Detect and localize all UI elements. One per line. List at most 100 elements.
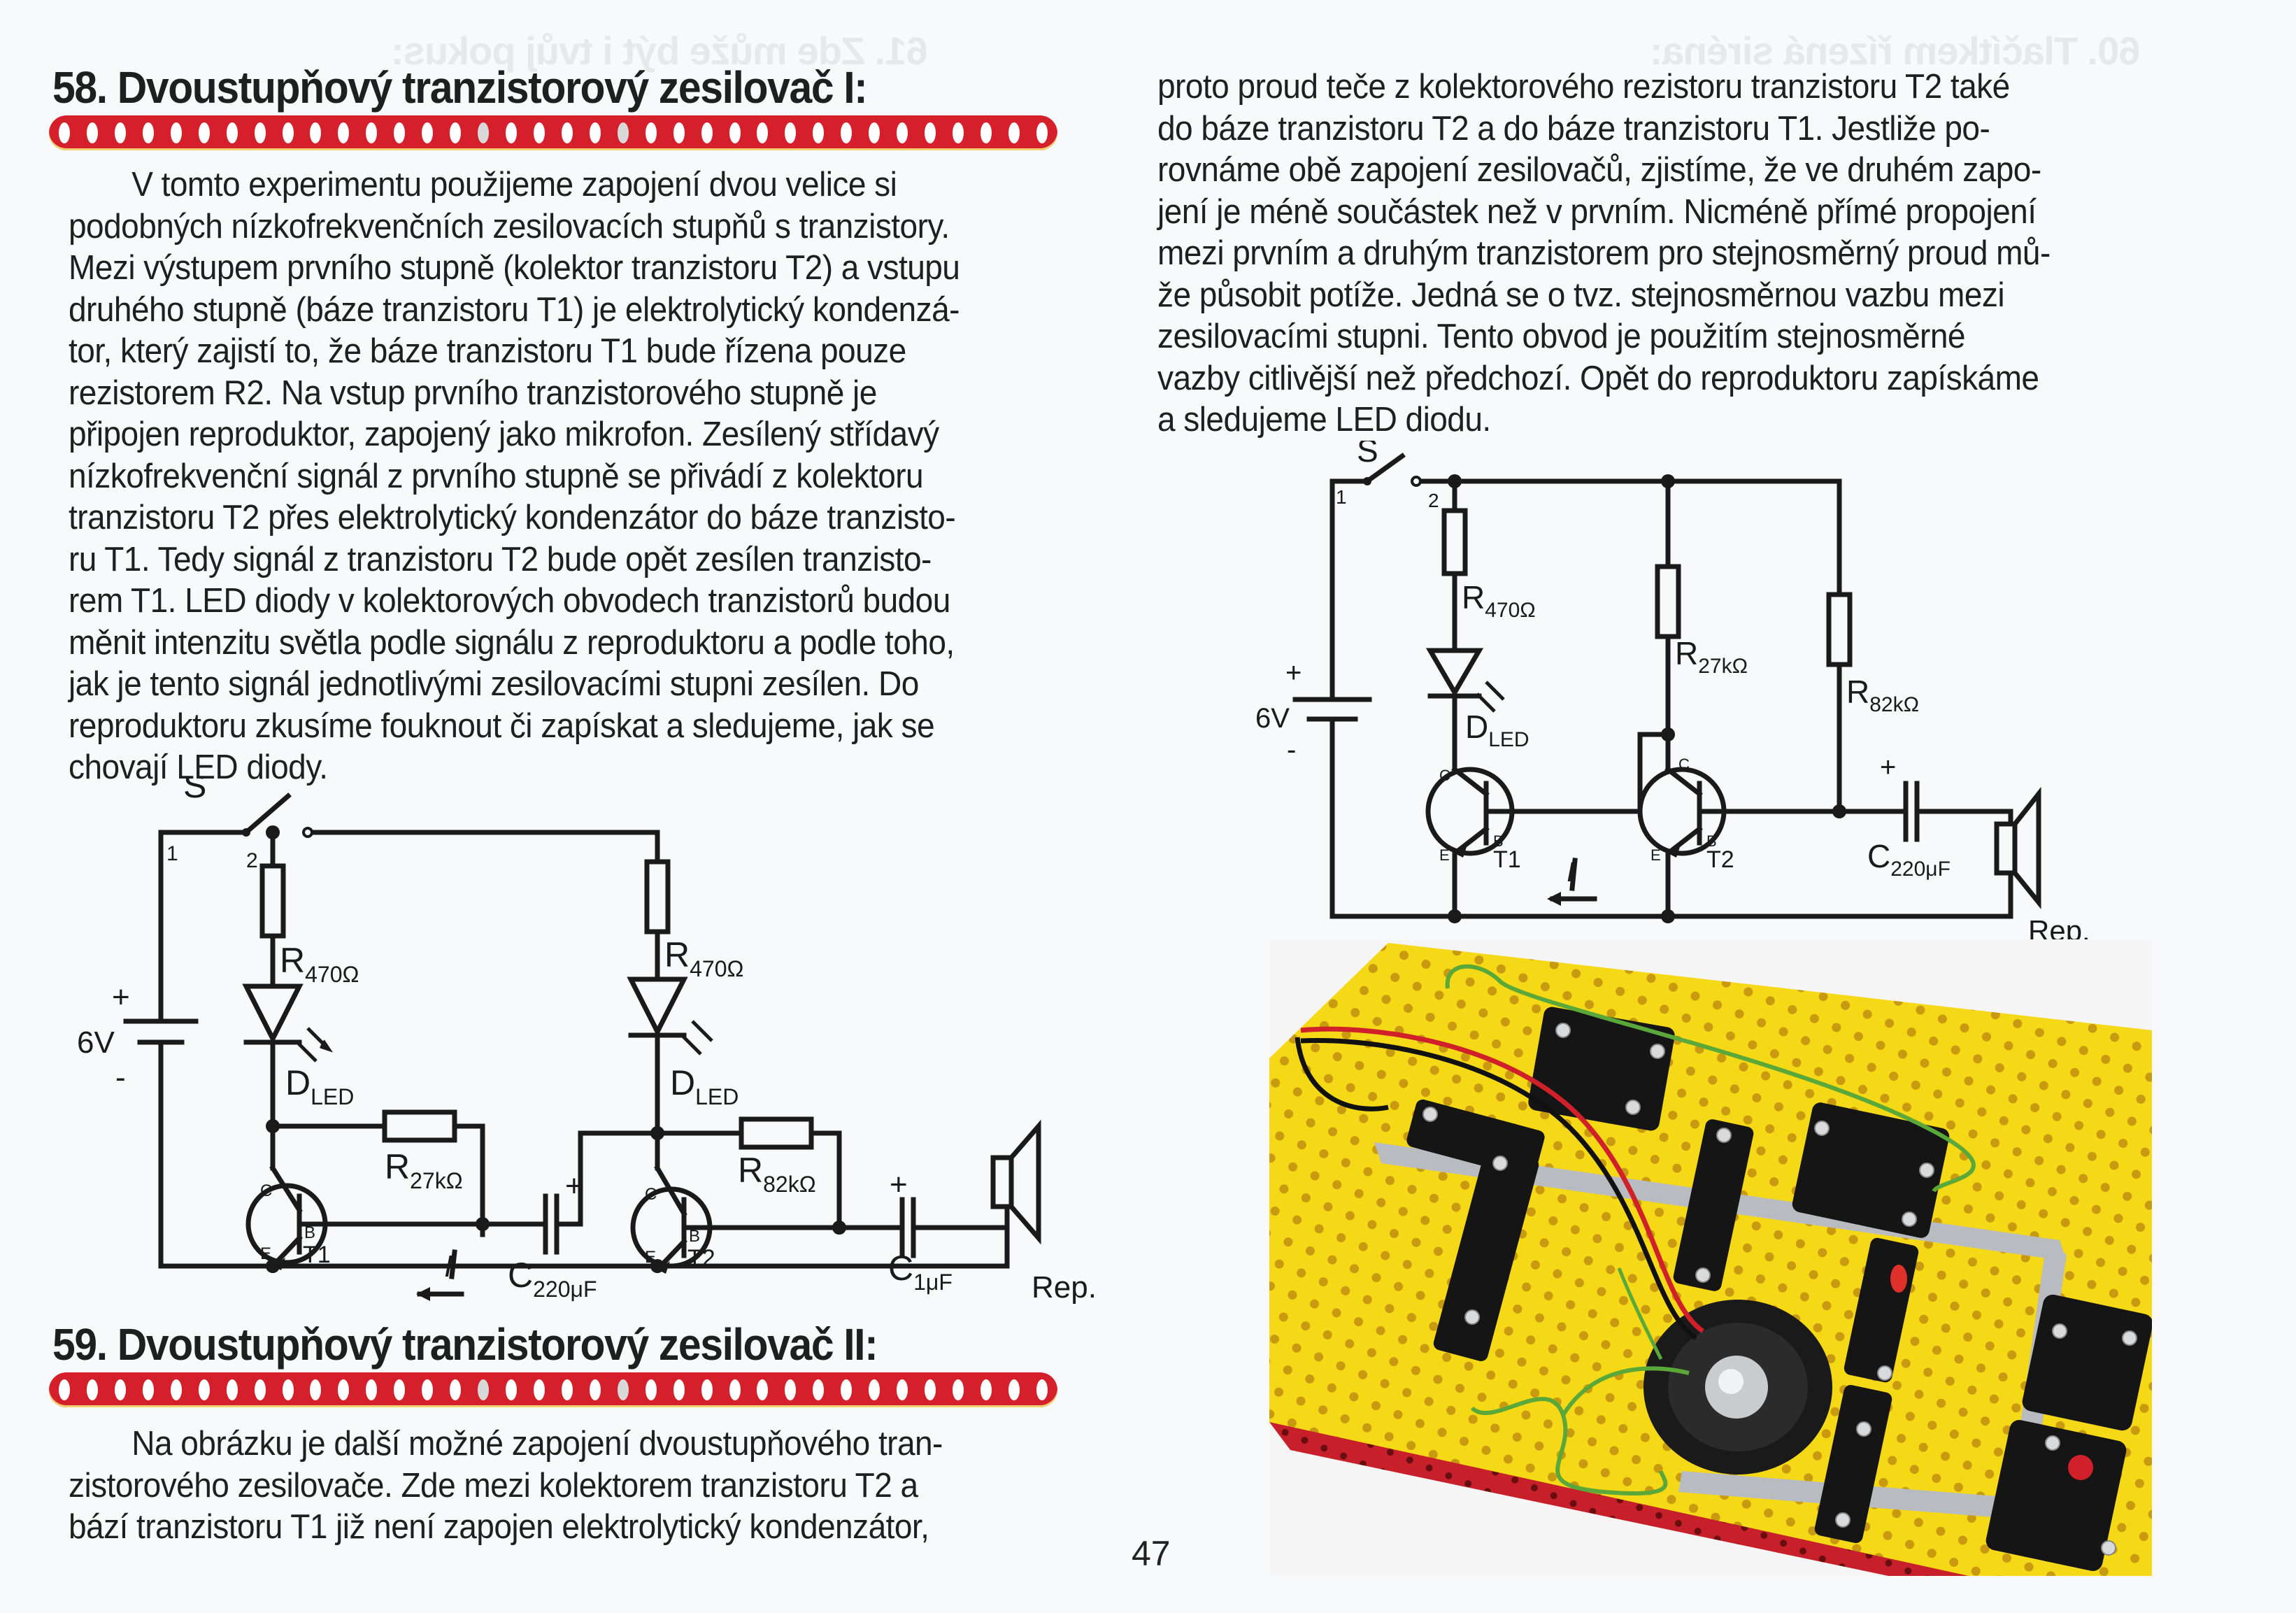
label-r3: R	[664, 935, 690, 974]
paragraph-line: ru T1. Tedy signál z tranzistoru T2 bude…	[69, 540, 932, 578]
led-1-triangle	[242, 983, 304, 1044]
label-battery: 6V	[1255, 703, 1290, 734]
section-59-paragraph: Na obrázku je další možné zapojení dvous…	[69, 1423, 999, 1549]
strip-hole	[841, 122, 853, 143]
section-58-title: 58. Dvoustupňový tranzistorový zesilovač…	[52, 62, 868, 113]
label-r2-value: 27kΩ	[410, 1168, 463, 1193]
svg-text:R27kΩ: R27kΩ	[385, 1147, 463, 1193]
strip-hole	[785, 1379, 797, 1400]
label-r1-value: 470Ω	[305, 962, 359, 987]
label-pin-1: 1	[166, 842, 178, 865]
strip-hole	[142, 122, 154, 143]
paragraph-line: Mezi výstupem prvního stupně (kolektor t…	[69, 249, 960, 287]
page-number: 47	[1132, 1534, 1171, 1573]
wire-red	[1300, 1026, 1704, 1333]
label-speaker: Rep.	[1032, 1270, 1097, 1305]
label-t2-emitter: E	[1650, 846, 1661, 864]
resistor-r27k	[1655, 564, 1681, 639]
strip-hole	[506, 122, 517, 143]
label-t2: T2	[687, 1245, 715, 1272]
strip-hole	[925, 1379, 936, 1400]
label-t1-collector: C	[260, 1181, 272, 1200]
svg-text:R27kΩ: R27kΩ	[1675, 635, 1748, 678]
speaker-cone	[1008, 1119, 1041, 1245]
resistor-r470	[1441, 508, 1468, 576]
label-c2: C	[888, 1249, 913, 1288]
label-switch: S	[183, 776, 206, 805]
strip-hole	[114, 1379, 126, 1400]
speaker-body	[1994, 821, 2018, 876]
strip-hole	[980, 122, 992, 143]
strip-hole	[86, 122, 98, 143]
strip-hole	[394, 1379, 406, 1400]
paragraph-line: rem T1. LED diody v kolektorových obvode…	[69, 582, 950, 620]
strip-hole	[450, 1379, 462, 1400]
label-t1: T1	[303, 1242, 331, 1268]
paragraph-line: druhého stupně (báze tranzistoru T1) je …	[69, 290, 960, 329]
label-led1: D	[285, 1063, 311, 1102]
label-t1-emitter: E	[1439, 846, 1450, 864]
strip-hole	[980, 1379, 992, 1400]
strip-hole	[869, 122, 880, 143]
svg-text:C220μF: C220μF	[508, 1256, 597, 1302]
strip-hole	[673, 1379, 685, 1400]
label-t1-base: B	[304, 1223, 315, 1242]
strip-hole	[589, 122, 601, 143]
strip-hole	[869, 1379, 880, 1400]
assembled-circuit-photo	[1269, 939, 2152, 1576]
paragraph-line: vazby citlivější než předchozí. Opět do …	[1157, 359, 2039, 397]
strip-hole	[813, 122, 825, 143]
strip-hole	[757, 1379, 769, 1400]
label-r4: R	[738, 1151, 763, 1190]
red-led	[1890, 1265, 1907, 1293]
strip-hole	[226, 122, 238, 143]
strip-hole	[897, 1379, 908, 1400]
paragraph-line: mezi prvním a druhým tranzistorem pro st…	[1157, 234, 2051, 272]
strip-hole	[701, 1379, 713, 1400]
svg-text:R470Ω: R470Ω	[1462, 579, 1536, 622]
paragraph-line: zesilovacími stupni. Tento obvod je použ…	[1157, 318, 1966, 355]
strip-hole	[310, 122, 322, 143]
paragraph-line: rovnáme obě zapojení zesilovačů, zjistím…	[1157, 151, 2041, 189]
label-pin-2: 2	[246, 849, 258, 872]
strip-hole	[533, 1379, 545, 1400]
wire-supply-top	[305, 830, 660, 865]
paragraph-line: tranzistoru T2 přes elektrolytický konde…	[69, 499, 956, 537]
label-pin-1: 1	[1336, 486, 1347, 508]
strip-hole	[59, 122, 70, 143]
paragraph-line: a sledujeme LED diodu.	[1157, 401, 1491, 439]
switch-lever	[1364, 453, 1406, 485]
strip-hole	[282, 1379, 294, 1400]
label-c2-value: 1μF	[913, 1270, 953, 1295]
strip-hole	[226, 1379, 238, 1400]
strip-hole	[422, 1379, 434, 1400]
label-c2-plus: +	[890, 1167, 908, 1202]
strip-hole	[310, 1379, 322, 1400]
strip-hole	[953, 1379, 964, 1400]
strip-hole	[338, 1379, 350, 1400]
strip-hole	[617, 1379, 629, 1400]
svg-text:C1μF: C1μF	[888, 1249, 953, 1295]
paragraph-line: nízkofrekvenční signál z prvního stupně …	[69, 457, 924, 495]
paragraph-line: podobných nízkofrekvenčních zesilovacích…	[69, 207, 950, 246]
switch-knob	[2068, 1455, 2093, 1480]
label-t1-collector: C	[1439, 767, 1450, 784]
speaker-body	[990, 1155, 1014, 1209]
strip-hole	[589, 1379, 601, 1400]
label-r1: R	[280, 941, 305, 980]
resistor-r470-2	[644, 859, 671, 935]
strip-hole	[813, 1379, 825, 1400]
strip-hole	[142, 1379, 154, 1400]
resistor-r470-1	[259, 863, 286, 939]
circuit-diagram-58: S 1 2 + 6V - R470Ω DLED R27kΩ C220μF + R…	[77, 776, 1097, 1305]
label-led1-sub: LED	[311, 1084, 354, 1109]
label-led1-sub: LED	[1488, 728, 1529, 751]
svg-text:R470Ω: R470Ω	[664, 935, 743, 981]
strip-hole	[282, 122, 294, 143]
label-c1-value: 220μF	[533, 1277, 597, 1302]
strip-hole	[645, 1379, 657, 1400]
label-led2-sub: LED	[695, 1084, 739, 1109]
strip-hole	[729, 1379, 741, 1400]
label-t1-emitter: E	[260, 1244, 271, 1263]
wire-battery-top	[158, 830, 249, 1024]
